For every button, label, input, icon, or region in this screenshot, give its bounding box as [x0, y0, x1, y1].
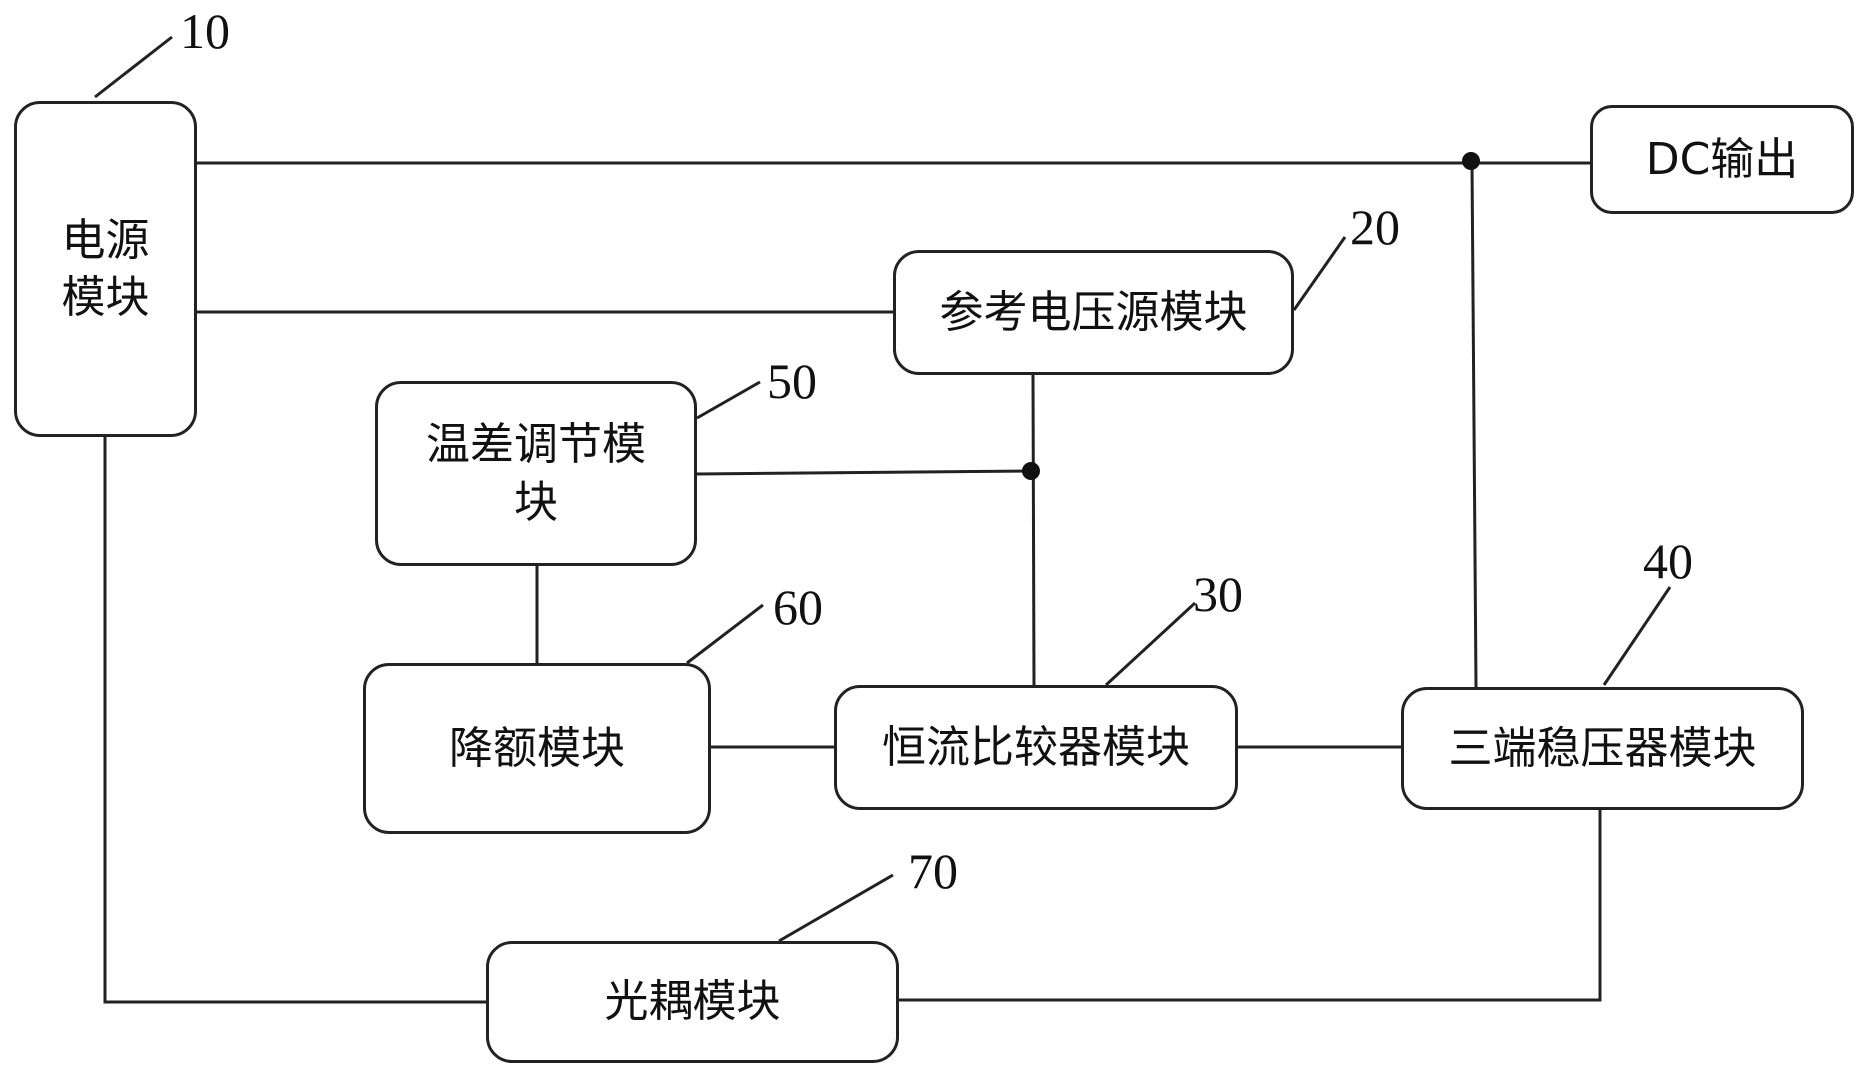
- temp-diff-label: 温差调节模: [426, 419, 646, 471]
- leader-50: [696, 380, 761, 420]
- ref-voltage-module: 参考电压源模块: [893, 250, 1294, 375]
- wire-regulator-opto: [899, 810, 1602, 1002]
- leader-30: [1104, 601, 1197, 687]
- optocoupler-label: 光耦模块: [604, 976, 781, 1028]
- temp-diff-module: 温差调节模块: [375, 381, 697, 566]
- ref-number-10: 10: [180, 3, 230, 59]
- ref-voltage-label: 参考电压源模块: [939, 286, 1248, 338]
- dc-output-label: DC输出: [1645, 133, 1799, 185]
- regulator-label: 三端稳压器模块: [1448, 722, 1757, 774]
- leader-20: [1292, 236, 1347, 311]
- derating-label: 降额模块: [449, 722, 625, 774]
- dc-output: DC输出: [1590, 105, 1854, 214]
- leader-60: [686, 603, 764, 665]
- optocoupler-module: 光耦模块: [486, 941, 899, 1063]
- junction-dot: [1462, 152, 1480, 170]
- power-module: 电源模块: [14, 101, 197, 437]
- leader-40: [1602, 586, 1672, 686]
- temp-diff-label-2: 块: [514, 476, 558, 528]
- power-module-label: 电源: [61, 214, 150, 266]
- leader-70: [778, 873, 894, 943]
- ref-number-50: 50: [767, 353, 817, 409]
- leader-10: [94, 35, 173, 99]
- cc-comparator-module: 恒流比较器模块: [834, 685, 1238, 810]
- ref-number-60: 60: [773, 579, 823, 635]
- derating-module: 降额模块: [363, 663, 711, 834]
- ref-number-30: 30: [1193, 566, 1243, 622]
- wire-ref-comparator: [1031, 374, 1036, 686]
- wire-opto-power: [103, 437, 486, 1004]
- power-module-label-2: 模块: [61, 272, 150, 323]
- regulator-module: 三端稳压器模块: [1401, 687, 1804, 810]
- cc-comparator-label: 恒流比较器模块: [882, 721, 1190, 773]
- ref-number-20: 20: [1350, 199, 1400, 255]
- junction-dot: [1022, 462, 1040, 480]
- wire-temp-junction: [696, 469, 1032, 476]
- ref-number-70: 70: [908, 843, 958, 899]
- ref-number-40: 40: [1643, 533, 1693, 589]
- wire-dc-regulator: [1470, 162, 1478, 688]
